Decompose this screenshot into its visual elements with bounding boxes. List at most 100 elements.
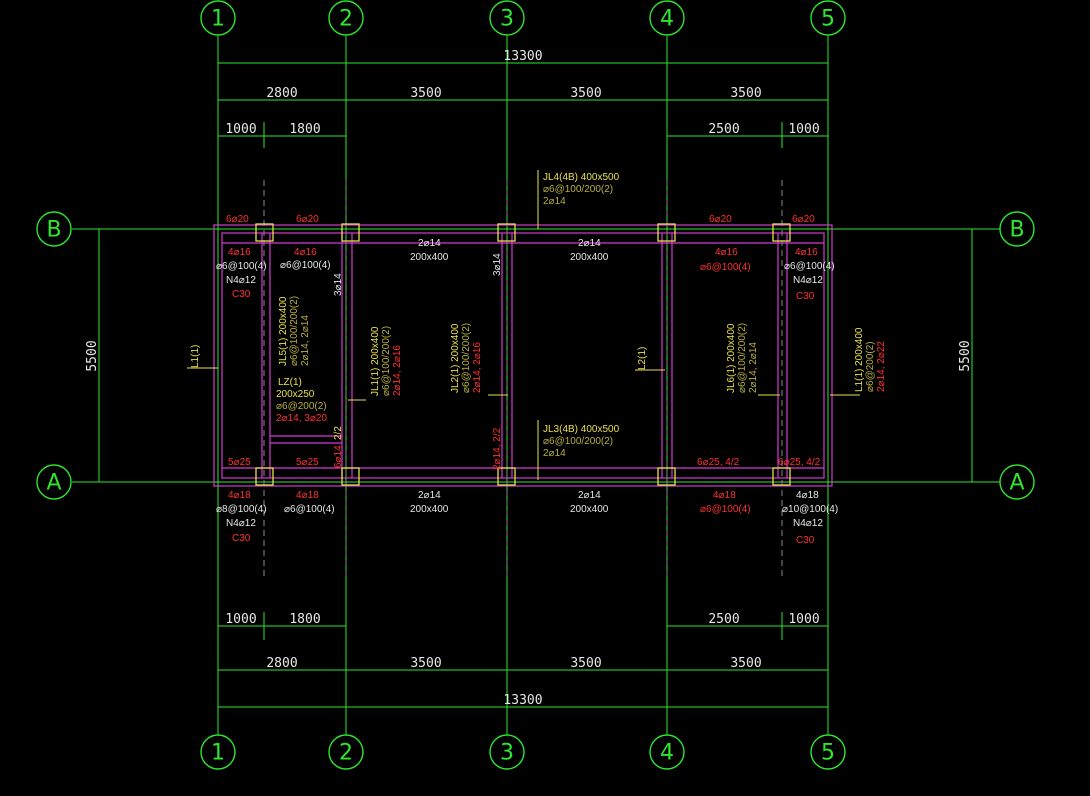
top-stirrup-4: ⌀6@100(4) [784,261,835,272]
bottom-axis-bubbles: 1 2 3 4 5 [200,734,846,770]
jl2-bar: 2⌀14, 2⌀16 [472,342,483,393]
axis-label-top-2: 2 [339,7,353,32]
bottom-dimension-chain: 1000 1800 2500 1000 2800 3500 3500 3500 … [218,612,828,708]
v-2-2-left: 2/2 [333,426,344,440]
jl5-title: JL5(1) 200x400 [278,296,289,366]
axis-label-bottom-2: 2 [339,741,353,766]
jl1-bar: 2⌀14, 2⌀16 [392,345,403,396]
bot-mid-bar-2: 2⌀14 [578,490,601,501]
n4-left-top: N4⌀12 [226,275,256,286]
bot-red2-2: 4⌀18 [296,490,319,501]
l2-mid: L2(1) [637,347,648,370]
jl4-title: JL4(4B) 400x500 [543,172,620,183]
side-dimensions: 5500 5500 [85,229,973,482]
c30-left-bot: C30 [232,533,251,544]
l1-right-title: L1(1) 200x400 [854,327,865,392]
axis-label-left-A: A [46,471,61,496]
n4-right-bot: N4⌀12 [793,518,823,529]
top-stirrup-2: ⌀6@100(4) [280,260,331,271]
l1-right-bar: 2⌀14, 2⌀22 [876,341,887,392]
column-B5 [772,223,791,242]
jl2-stirrup: ⌀6@100/200(2) [461,323,472,393]
jl3-stirrup: ⌀6@100/200(2) [543,436,613,447]
inner-beam-frame [221,232,825,479]
jl5-bar: 2⌀14, 2⌀14 [300,315,311,366]
jl1-title: JL1(1) 200x400 [370,326,381,396]
axis-label-top-4: 4 [660,7,674,32]
bot-stirrup-3: ⌀6@100(4) [700,504,751,515]
jl6-bar: 2⌀14, 2⌀14 [748,342,759,393]
bot-stirrup-4: ⌀10@100(4) [782,504,838,515]
bot-red2-1: 4⌀18 [228,490,251,501]
c30-left-top: C30 [232,289,251,300]
dim-left-sub-2-bottom: 1800 [289,612,320,627]
column-A4 [657,467,676,486]
vertical-beam-annotations: L1(1) 3⌀14 3⌀14 JL5(1) 200x400 ⌀6@100/20… [190,253,887,470]
bot-red-4: 6⌀25, 4/2 [778,457,821,468]
bot-red-1: 5⌀25 [228,457,251,468]
bot-red-2: 5⌀25 [296,457,319,468]
column-A2 [341,467,360,486]
top-red2-3: 4⌀16 [715,247,738,258]
jl2-title: JL2(1) 200x400 [450,323,461,393]
jl3-title: JL3(4B) 400x500 [543,424,620,435]
dim-bay-4-bottom: 3500 [730,656,761,671]
top-axis-bubbles: 1 2 3 4 5 [200,0,846,36]
jl6-stirrup: ⌀6@100/200(2) [737,323,748,393]
axis-label-bottom-4: 4 [660,741,674,766]
n4-right-top: N4⌀12 [793,275,823,286]
column-A3 [497,467,516,486]
axis-label-right-B: B [1009,218,1024,243]
jl4-bar: 2⌀14 [543,196,566,207]
column-B3 [497,223,516,242]
top-red-1: 6⌀20 [226,214,249,225]
lz-size: 200x250 [276,389,315,400]
dim-left-sub-2-top: 1800 [289,122,320,137]
column-B2 [341,223,360,242]
dim-right-sub-2-bottom: 1000 [788,612,819,627]
dim-bay-2-bottom: 3500 [410,656,441,671]
bot-red-3: 6⌀25, 4/2 [697,457,740,468]
dim-bay-1-top: 2800 [266,86,297,101]
dim-height-right: 5500 [958,340,973,371]
outer-beam-frame [213,224,833,487]
column-A5 [772,467,791,486]
dim-bay-3-top: 3500 [570,86,601,101]
l1-right-stirrup: ⌀6@200(2) [865,341,876,392]
axis-label-top-1: 1 [211,7,225,32]
dim-bay-3-bottom: 3500 [570,656,601,671]
jl6-title: JL6(1) 200x400 [726,323,737,393]
v-6d14: 6⌀14 [333,445,344,468]
c30-right-bot: C30 [796,535,815,546]
axis-label-top-5: 5 [821,7,835,32]
bot-mid-bar-1: 2⌀14 [418,490,441,501]
v-2d14-22: 2⌀14, 2/2 [492,427,503,470]
bot-mid-size-2: 200x400 [570,504,609,515]
dashed-centerlines [263,180,783,580]
n4-left-bot: N4⌀12 [226,518,256,529]
top-mid-size-2: 200x400 [570,252,609,263]
dim-bay-2-top: 3500 [410,86,441,101]
dim-total-bottom: 13300 [503,693,542,708]
bot-mid-size-1: 200x400 [410,504,449,515]
top-mid-size-1: 200x400 [410,252,449,263]
column-B4 [657,223,676,242]
bottom-annotations: 5⌀25 5⌀25 6⌀25, 4/2 6⌀25, 4/2 6⌀14 2⌀14 … [216,424,838,546]
top-annotations: 6⌀20 6⌀20 6⌀20 6⌀20 4⌀16 4⌀16 4⌀16 4⌀16 … [216,172,835,302]
dim-right-sub-1-top: 2500 [708,122,739,137]
top-mid-bar-1: 2⌀14 [418,238,441,249]
axis-label-bottom-5: 5 [821,741,835,766]
top-red-2: 6⌀20 [296,214,319,225]
column-B1 [255,223,274,242]
axis-label-top-3: 3 [500,7,514,32]
column-A1 [255,467,274,486]
dim-right-sub-2-top: 1000 [788,122,819,137]
jl1-stirrup: ⌀6@100/200(2) [381,326,392,396]
bot-stirrup-2: ⌀6@100(4) [284,504,335,515]
axis-label-bottom-1: 1 [211,741,225,766]
top-red2-4: 4⌀16 [795,247,818,258]
top-red-3: 6⌀20 [709,214,732,225]
top-dimension-chain: 13300 2800 3500 3500 3500 1000 1800 2500… [218,49,828,148]
bot-red2-3: 4⌀18 [713,490,736,501]
top-mid-bar-2: 2⌀14 [578,238,601,249]
